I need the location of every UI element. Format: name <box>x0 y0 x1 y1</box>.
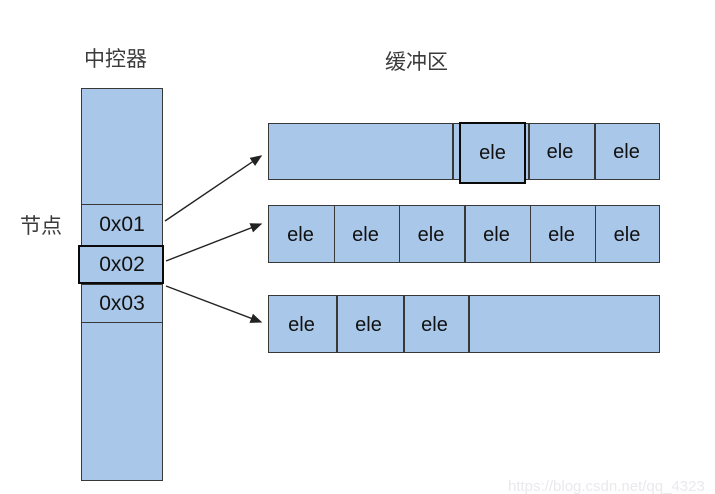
node-label: 节点 <box>20 215 62 238</box>
row-divider <box>594 206 597 262</box>
arrow-0x01-to-buffer1 <box>164 155 263 222</box>
row-divider <box>529 206 531 262</box>
buffer-title: 缓冲区 <box>385 51 448 74</box>
row-divider <box>594 124 596 179</box>
row-divider <box>333 206 335 262</box>
controller-title: 中控器 <box>84 48 147 71</box>
column-divider <box>82 203 162 205</box>
column-divider <box>82 283 162 285</box>
row-divider <box>452 124 454 179</box>
row-divider <box>336 296 338 352</box>
controller-cell-0x01: 0x01 <box>99 213 145 236</box>
controller-cell-0x02: 0x02 <box>99 253 145 276</box>
buffer-row-1-highlight-cell <box>459 122 526 184</box>
buffer-cell: ele <box>613 141 640 163</box>
row-divider <box>468 296 470 352</box>
buffer-cell: ele <box>546 141 574 163</box>
row-divider <box>464 206 466 262</box>
buffer-cell: ele <box>355 314 382 336</box>
buffer-cell: ele <box>421 314 448 336</box>
row-divider <box>398 206 401 262</box>
buffer-cell: ele <box>479 142 506 164</box>
buffer-cell: ele <box>483 224 510 246</box>
buffer-row-2 <box>268 205 660 263</box>
column-divider <box>82 321 162 323</box>
controller-column <box>81 88 163 481</box>
controller-cell-0x03: 0x03 <box>99 292 145 315</box>
buffer-row-3 <box>268 295 660 353</box>
buffer-cell: ele <box>287 224 314 246</box>
controller-cell-0x02-highlight <box>78 245 164 284</box>
row-divider <box>403 296 405 352</box>
buffer-cell: ele <box>417 224 445 246</box>
arrow-0x03-to-buffer3 <box>165 285 263 323</box>
buffer-cell: ele <box>352 224 379 246</box>
buffer-cell: ele <box>613 224 641 246</box>
buffer-cell: ele <box>548 224 575 246</box>
arrow-0x02-to-buffer2 <box>165 223 263 262</box>
row-divider <box>528 124 530 179</box>
buffer-cell: ele <box>288 314 315 336</box>
watermark: https://blog.csdn.net/qq_4323 <box>508 478 705 494</box>
